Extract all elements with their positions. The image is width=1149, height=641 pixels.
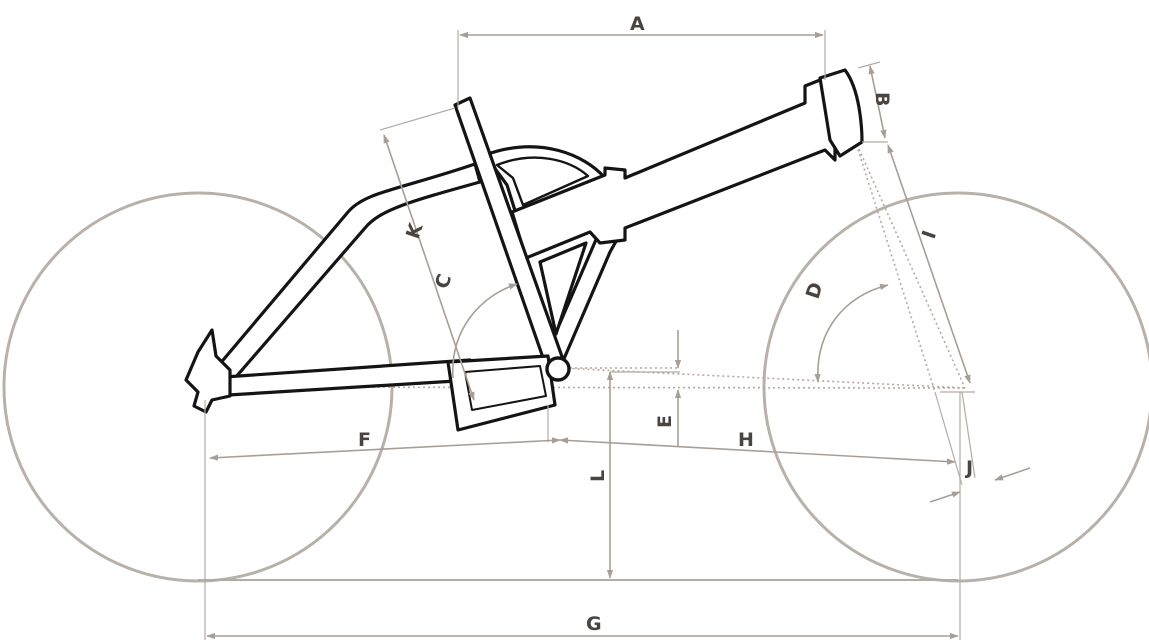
dim-I (887, 144, 971, 384)
angle-C-arc (452, 283, 518, 379)
label-A: A (630, 13, 645, 35)
label-K: K (402, 219, 428, 241)
front-wheel (762, 191, 1149, 583)
fork-offset-line (854, 139, 966, 389)
dimension-lines (206, 31, 1031, 640)
label-J: J (964, 457, 973, 479)
bottom-bracket (545, 356, 571, 382)
head-tube (818, 68, 864, 158)
dimension-labels: A B C D E F G H I J K L (358, 13, 973, 635)
label-F: F (358, 429, 371, 451)
label-C: C (431, 271, 456, 291)
label-H: H (738, 429, 754, 451)
dim-H (559, 437, 956, 465)
label-D: D (802, 280, 828, 302)
head-tube-axis (854, 139, 936, 393)
rear-dropout (184, 328, 232, 414)
extension-lines (204, 30, 975, 640)
bike-frame (184, 68, 864, 432)
label-G: G (586, 613, 602, 635)
chain-stay (208, 358, 474, 398)
seat-stay (211, 162, 482, 380)
top-gusset-inner (495, 156, 590, 207)
label-L: L (587, 470, 609, 482)
dim-J-left (929, 491, 961, 503)
dim-J-right (994, 467, 1031, 481)
angle-D-arc (814, 283, 889, 383)
label-E: E (654, 415, 676, 428)
lower-gusset (538, 241, 588, 336)
label-B: B (871, 92, 893, 106)
dim-F (209, 437, 561, 461)
dim-K (383, 134, 475, 401)
dim-B (868, 65, 887, 139)
